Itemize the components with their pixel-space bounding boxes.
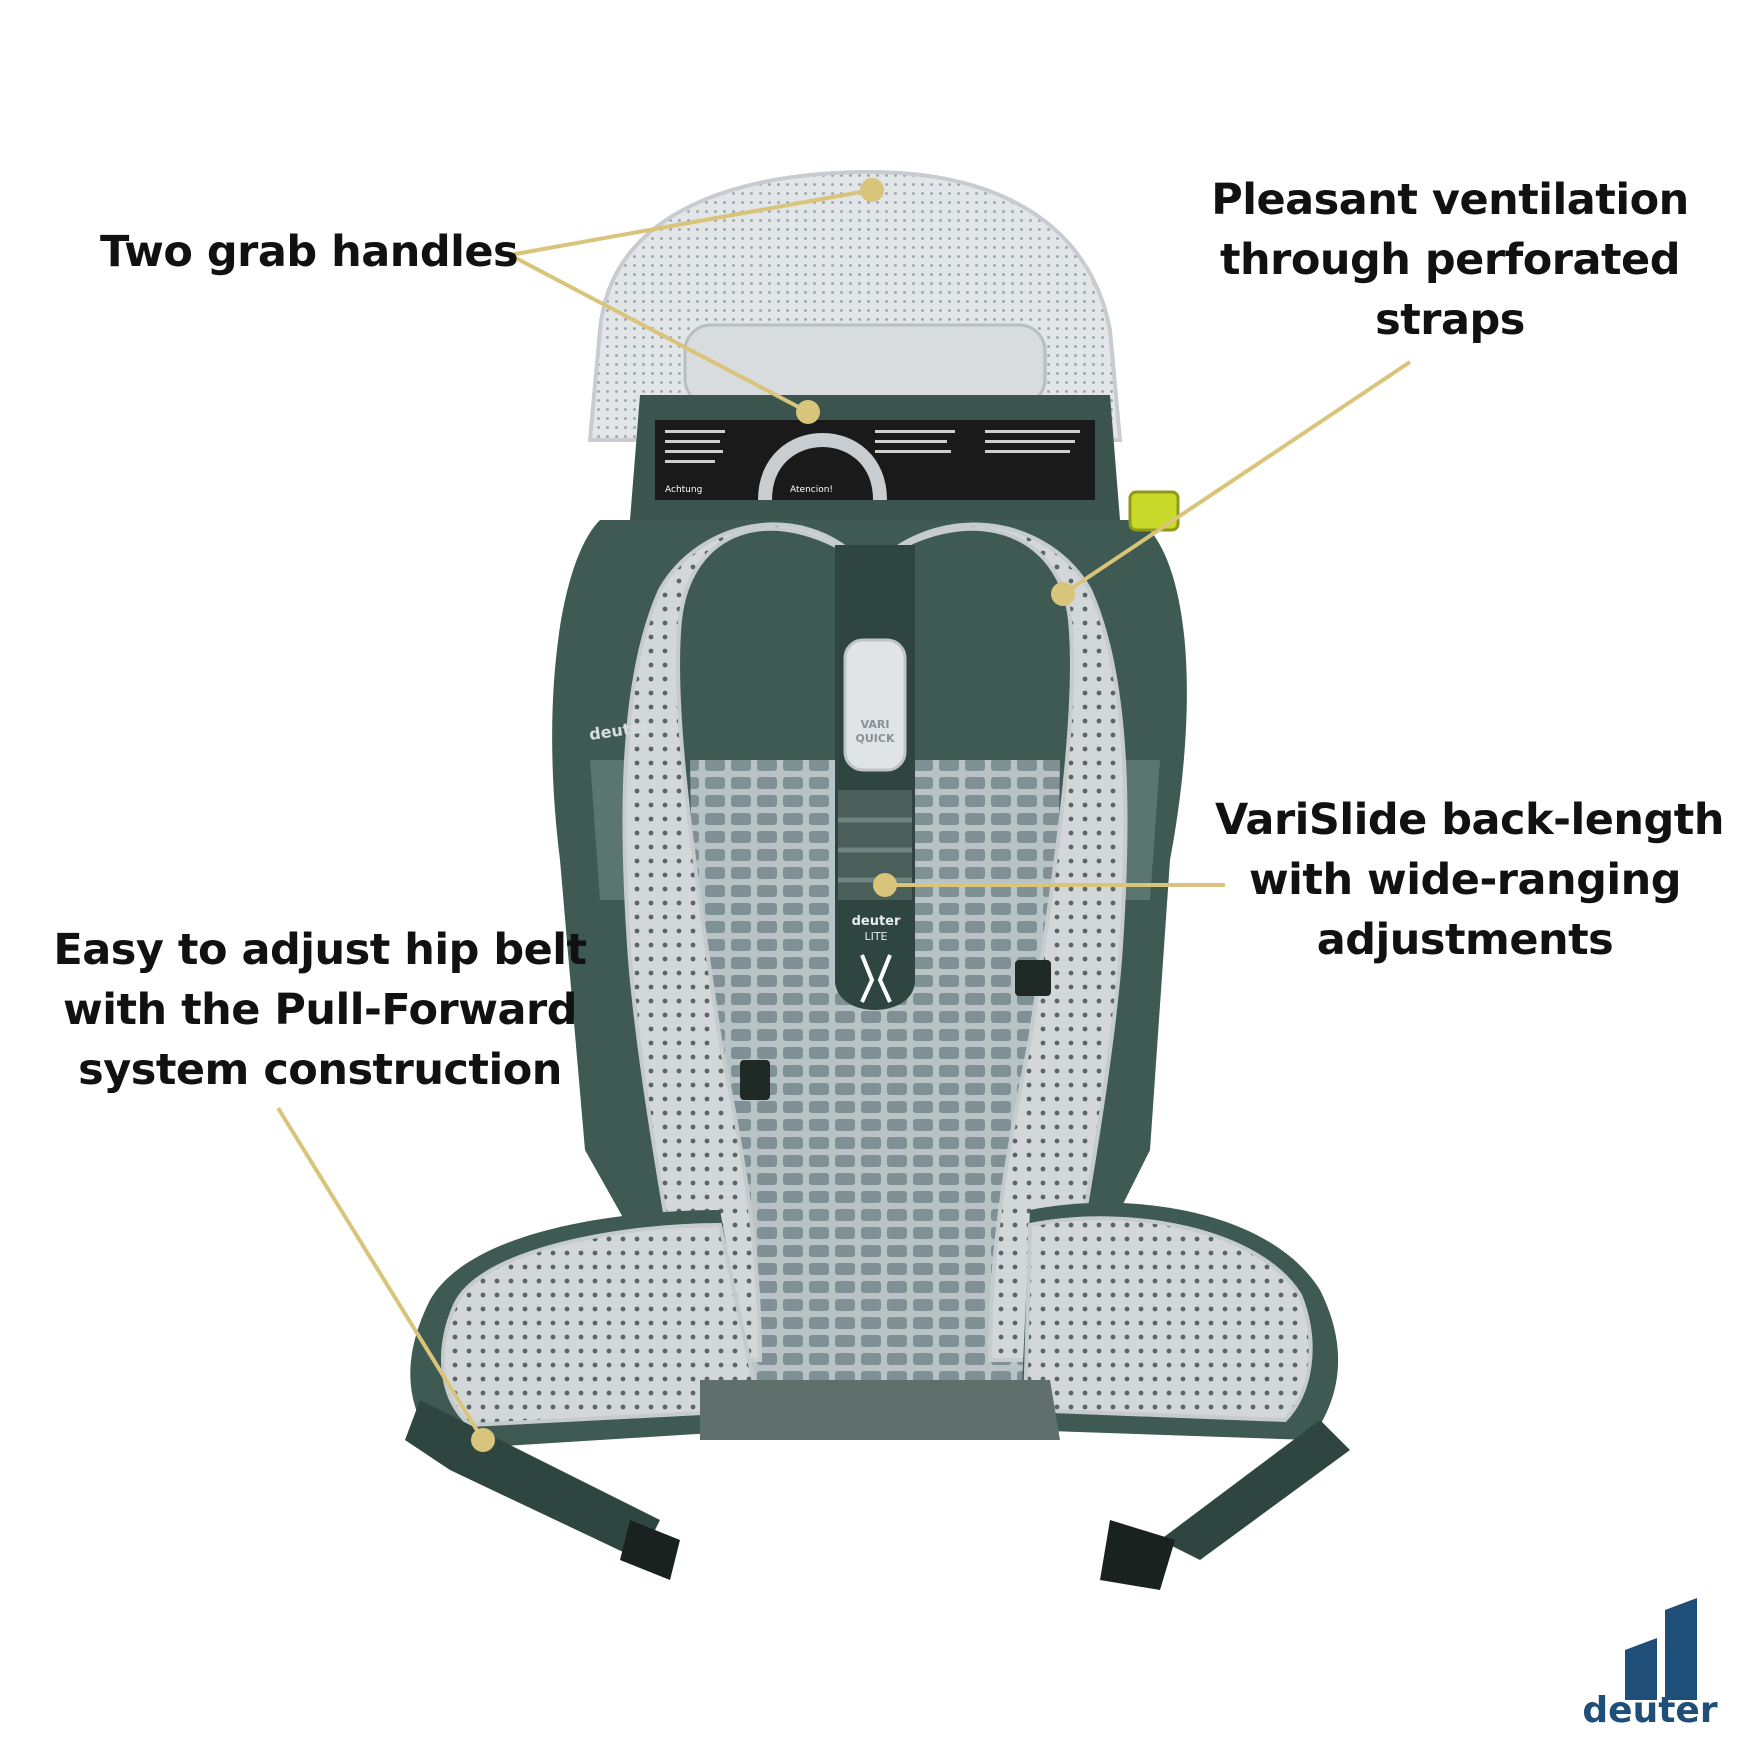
dot-hip-belt (471, 1428, 495, 1452)
vari-quick-tab (843, 638, 907, 772)
top-grab-handle (683, 323, 1047, 407)
right-hip-strap (1160, 1420, 1350, 1560)
front-grab-handle (758, 433, 887, 501)
child-carrier-backpack: Achtung Atencion! VARI QUICK deuter LITE… (405, 169, 1350, 1590)
dot-ventilation (1051, 582, 1075, 606)
dot-grab-top (860, 178, 884, 202)
pack-base (700, 1380, 1060, 1440)
callout-hip-belt-line: Easy to adjust hip belt (53, 925, 587, 975)
left-chest-buckle (740, 1060, 770, 1100)
right-hip-buckle (1100, 1520, 1175, 1590)
callout-ventilation: Pleasant ventilation through perforated … (1210, 170, 1690, 350)
lite-logo-icon (860, 954, 892, 1003)
warning-achtung-text: Achtung (665, 485, 702, 495)
lite-text: LITE (864, 930, 887, 943)
vari-quick-text-1: VARI (861, 718, 890, 731)
callout-grab-handles-line: Two grab handles (100, 227, 519, 277)
callout-varislide-line: VariSlide back-length (1215, 795, 1724, 845)
callout-hip-belt-line: with the Pull-Forward (63, 985, 577, 1035)
leader-grab-handles-front (509, 253, 809, 414)
callout-ventilation-line: straps (1375, 295, 1525, 345)
leader-hip-belt (276, 1106, 485, 1442)
leader-lines (276, 188, 1412, 1442)
callout-hip-belt-line: system construction (78, 1045, 562, 1095)
right-chest-buckle (1015, 960, 1051, 996)
leader-ventilation (1061, 360, 1412, 596)
left-hip-pad (441, 1222, 763, 1428)
left-hip-strap (405, 1400, 660, 1560)
callout-ventilation-line: Pleasant ventilation (1211, 175, 1689, 225)
yellow-buckle (1128, 490, 1180, 532)
callout-varislide-line: with wide-ranging (1248, 855, 1682, 905)
leader-dots (471, 178, 1075, 1452)
lite-brand-text: deuter (852, 914, 901, 929)
warning-label-text: Achtung Atencion! (665, 430, 1080, 495)
callout-varislide-line: adjustments (1316, 915, 1614, 965)
dot-varislide (873, 873, 897, 897)
left-hip-buckle (620, 1520, 680, 1580)
callout-hip-belt: Easy to adjust hip belt with the Pull-Fo… (40, 920, 600, 1100)
dot-grab-front (796, 400, 820, 424)
brand-name: deuter (1582, 1690, 1718, 1731)
warning-atencion-text: Atencion! (790, 485, 833, 495)
leader-grab-handles-top (509, 188, 873, 257)
deuter-logo-icon (1625, 1598, 1697, 1700)
callout-grab-handles: Two grab handles (100, 222, 519, 282)
right-hip-pad (1022, 1216, 1313, 1423)
back-panel (690, 760, 1060, 1380)
callout-varislide: VariSlide back-length with wide-ranging … (1215, 790, 1724, 970)
callout-ventilation-line: through perforated (1219, 235, 1681, 285)
vari-quick-text-2: QUICK (856, 732, 895, 745)
